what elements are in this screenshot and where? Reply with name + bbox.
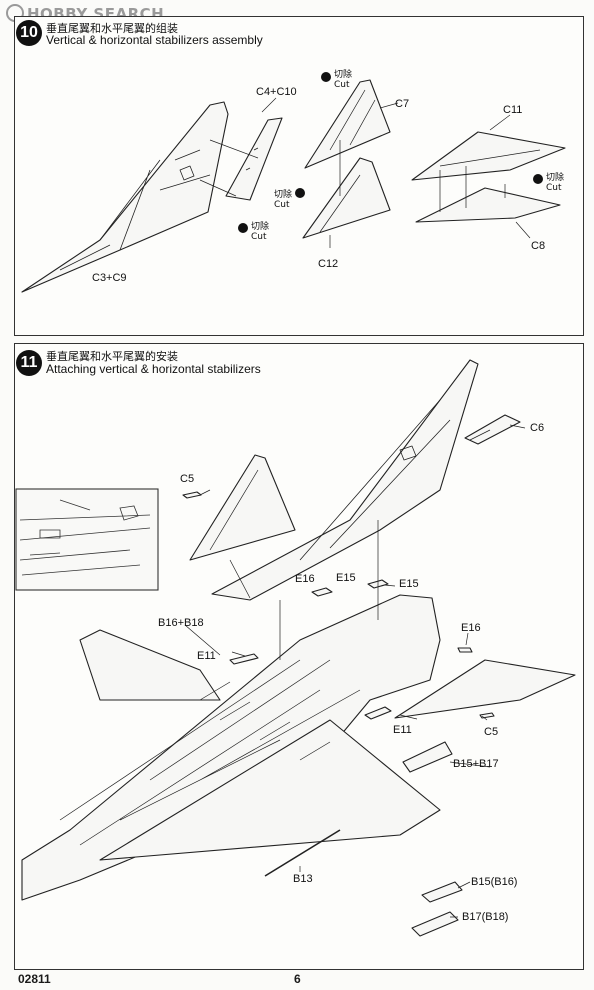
cut-note-en: Cut (274, 200, 290, 210)
cut-note-en: Cut (251, 232, 267, 242)
step-10-title-en: Vertical & horizontal stabilizers assemb… (46, 33, 263, 47)
part-label-b16-b18: B16+B18 (158, 617, 204, 629)
step-11-title-cn: 垂直尾翼和水平尾翼的安装 (46, 350, 178, 363)
step-11-title-en: Attaching vertical & horizontal stabiliz… (46, 362, 261, 376)
part-label-c7: C7 (395, 98, 410, 110)
footer-code: 02811 (18, 972, 51, 986)
part-label-e15-a: E15 (336, 572, 356, 584)
part-label-c3-c9: C3+C9 (92, 272, 127, 284)
part-label-b13: B13 (293, 873, 313, 885)
part-label-e11-left: E11 (197, 650, 216, 662)
part-label-c5-left: C5 (180, 473, 195, 485)
part-label-b17-b18: B17(B18) (462, 911, 509, 923)
cut-note-cn: 切除 (334, 70, 353, 80)
cut-note-en: Cut (546, 183, 562, 193)
step-10-number: 10 (16, 20, 42, 46)
cut-note-en: Cut (334, 80, 350, 90)
cut-note-cn: 切除 (251, 222, 270, 232)
part-label-e11-bottom: E11 (393, 724, 412, 736)
part-label-c6: C6 (530, 422, 545, 434)
part-label-c12: C12 (318, 258, 339, 270)
part-label-c8: C8 (531, 240, 546, 252)
part-label-b15-b16: B15(B16) (471, 876, 518, 888)
cut-note-cn: 切除 (546, 173, 565, 183)
part-label-e15-b: E15 (399, 578, 419, 590)
step-10-title-cn: 垂直尾翼和水平尾翼的组装 (46, 22, 178, 35)
cut-note-cn: 切除 (274, 190, 293, 200)
part-label-c11: C11 (503, 104, 523, 116)
step-11-number: 11 (16, 350, 42, 376)
page-number: 6 (294, 972, 301, 986)
part-label-b15-b17: B15+B17 (453, 758, 499, 770)
part-label-e16-right: E16 (461, 622, 481, 634)
part-label-e16-top: E16 (295, 573, 315, 585)
part-label-c5-right: C5 (484, 726, 499, 738)
step-10-panel (14, 16, 584, 336)
part-label-c4-c10: C4+C10 (256, 86, 297, 98)
